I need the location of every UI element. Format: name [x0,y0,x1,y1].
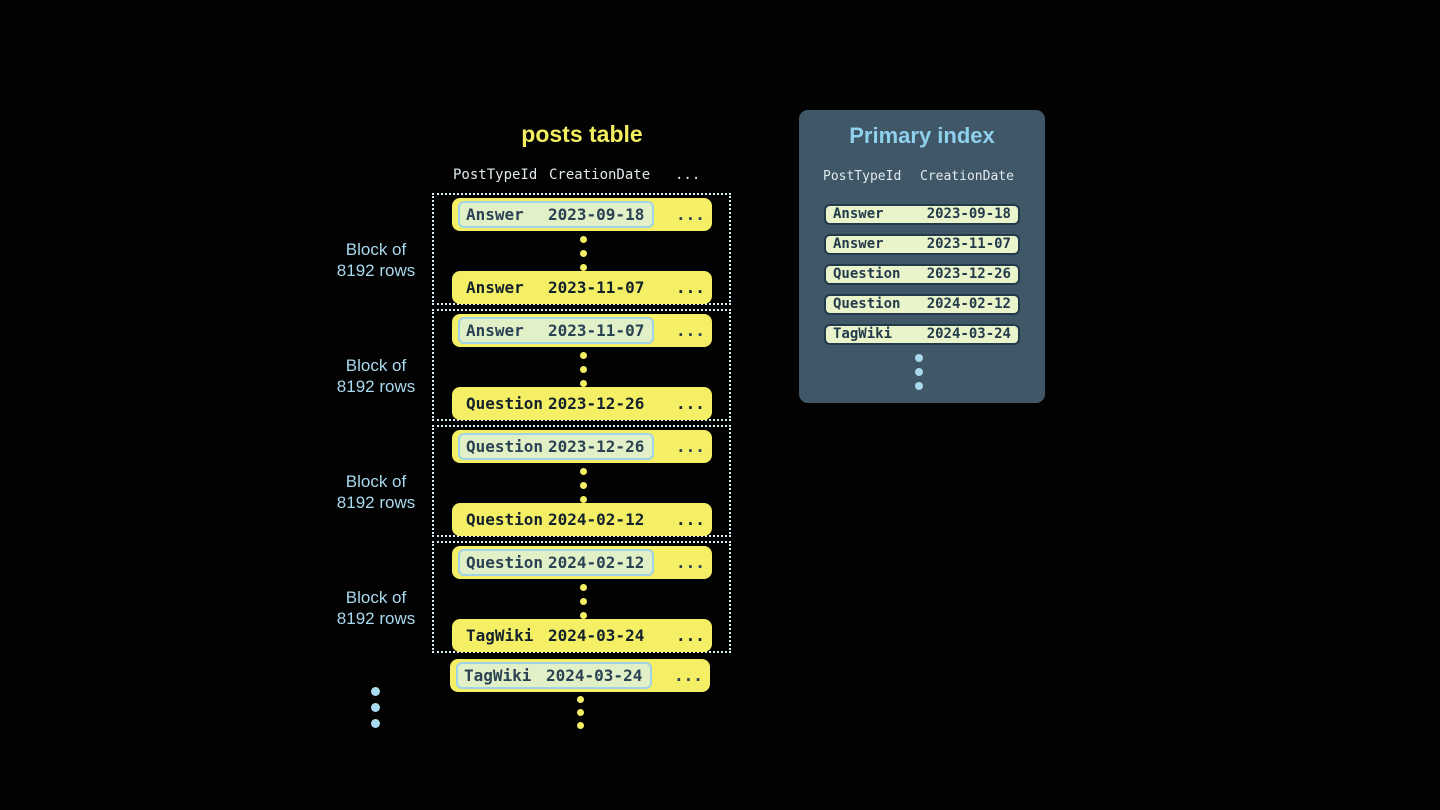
vertical-ellipsis-icon [580,468,587,503]
block-label-line2: 8192 rows [336,377,416,396]
column-header-creationdate: CreationDate [549,167,651,183]
index-row: Question 2024-02-12 [824,294,1020,315]
block-label-line2: 8192 rows [336,493,416,512]
primary-index-title: Primary index [849,123,995,148]
more-blocks-ellipsis-icon [371,687,380,728]
column-header-creationdate: CreationDate [920,169,1014,184]
block-label-line1: Block of [345,472,407,491]
vertical-ellipsis-icon [580,584,587,619]
block-label: Block of 8192 rows [300,239,452,281]
cell-posttypeid: Question [466,437,544,456]
cell-creationdate: 2024-03-24 [546,666,643,685]
block-label-line2: 8192 rows [336,609,416,628]
index-row: TagWiki 2024-03-24 [824,324,1020,345]
table-row-overflow: TagWiki 2024-03-24 ... [450,659,710,692]
cell-posttypeid: TagWiki [833,326,893,342]
index-row: Question 2023-12-26 [824,264,1020,285]
table-row: Answer 2023-09-18 ... [452,198,712,231]
cell-creationdate: 2024-02-12 [548,510,645,529]
cell-posttypeid: Question [466,553,544,572]
row-ellipsis: ... [676,437,705,456]
table-row: Question 2024-02-12 ... [452,503,712,536]
vertical-ellipsis-icon [577,696,584,729]
primary-index-panel: Primary index PostTypeId CreationDate An… [799,110,1045,403]
primary-index-headers: PostTypeId CreationDate [799,169,1045,185]
row-ellipsis: ... [676,278,705,297]
table-row: Question 2023-12-26 ... [452,387,712,420]
index-highlight-box [458,201,654,228]
row-block-1: Answer 2023-09-18 ... Answer 2023-11-07 … [432,193,731,305]
cell-creationdate: 2024-03-24 [926,326,1011,342]
cell-posttypeid: Question [833,296,901,312]
cell-posttypeid: Answer [466,321,524,340]
index-row: Answer 2023-09-18 [824,204,1020,225]
row-ellipsis: ... [676,553,705,572]
cell-creationdate: 2024-03-24 [548,626,645,645]
vertical-ellipsis-icon [915,354,923,390]
cell-creationdate: 2023-12-26 [548,437,645,456]
row-ellipsis: ... [676,510,705,529]
row-ellipsis: ... [676,205,705,224]
cell-posttypeid: Answer [833,206,884,222]
cell-creationdate: 2023-09-18 [548,205,645,224]
cell-creationdate: 2023-11-07 [548,278,645,297]
cell-creationdate: 2023-12-26 [926,266,1011,282]
column-header-posttypeid: PostTypeId [453,167,538,183]
index-highlight-box [458,549,654,576]
block-label: Block of 8192 rows [300,587,452,629]
cell-creationdate: 2023-11-07 [926,236,1011,252]
row-ellipsis: ... [676,321,705,340]
index-highlight-box [456,662,652,689]
block-label-line1: Block of [345,356,407,375]
cell-posttypeid: Answer [466,205,524,224]
block-label: Block of 8192 rows [300,355,452,397]
cell-creationdate: 2024-02-12 [926,296,1011,312]
row-ellipsis: ... [674,666,703,685]
posts-table-headers: PostTypeId CreationDate ... [432,167,732,185]
cell-creationdate: 2023-11-07 [548,321,645,340]
cell-posttypeid: Question [833,266,901,282]
block-label: Block of 8192 rows [300,471,452,513]
table-row: TagWiki 2024-03-24 ... [452,619,712,652]
row-block-3: Question 2023-12-26 ... Question 2024-02… [432,425,731,537]
cell-posttypeid: Question [466,394,544,413]
row-ellipsis: ... [676,394,705,413]
row-block-2: Answer 2023-11-07 ... Question 2023-12-2… [432,309,731,421]
cell-creationdate: 2023-12-26 [548,394,645,413]
row-ellipsis: ... [676,626,705,645]
vertical-ellipsis-icon [580,236,587,271]
posts-table-title: posts table [521,121,643,147]
cell-creationdate: 2024-02-12 [548,553,645,572]
block-label-line1: Block of [345,240,407,259]
row-block-4: Question 2024-02-12 ... TagWiki 2024-03-… [432,541,731,653]
cell-posttypeid: Question [466,510,544,529]
table-row: Question 2023-12-26 ... [452,430,712,463]
column-header-posttypeid: PostTypeId [823,169,902,184]
table-row: Answer 2023-11-07 ... [452,314,712,347]
cell-creationdate: 2023-09-18 [926,206,1011,222]
cell-posttypeid: TagWiki [466,626,534,645]
index-row: Answer 2023-11-07 [824,234,1020,255]
block-label-line1: Block of [345,588,407,607]
cell-posttypeid: Answer [833,236,884,252]
table-row: Answer 2023-11-07 ... [452,271,712,304]
index-highlight-box [458,433,654,460]
vertical-ellipsis-icon [580,352,587,387]
cell-posttypeid: Answer [466,278,524,297]
block-label-line2: 8192 rows [336,261,416,280]
table-row: Question 2024-02-12 ... [452,546,712,579]
index-highlight-box [458,317,654,344]
column-header-ellipsis: ... [675,167,701,183]
cell-posttypeid: TagWiki [464,666,532,685]
